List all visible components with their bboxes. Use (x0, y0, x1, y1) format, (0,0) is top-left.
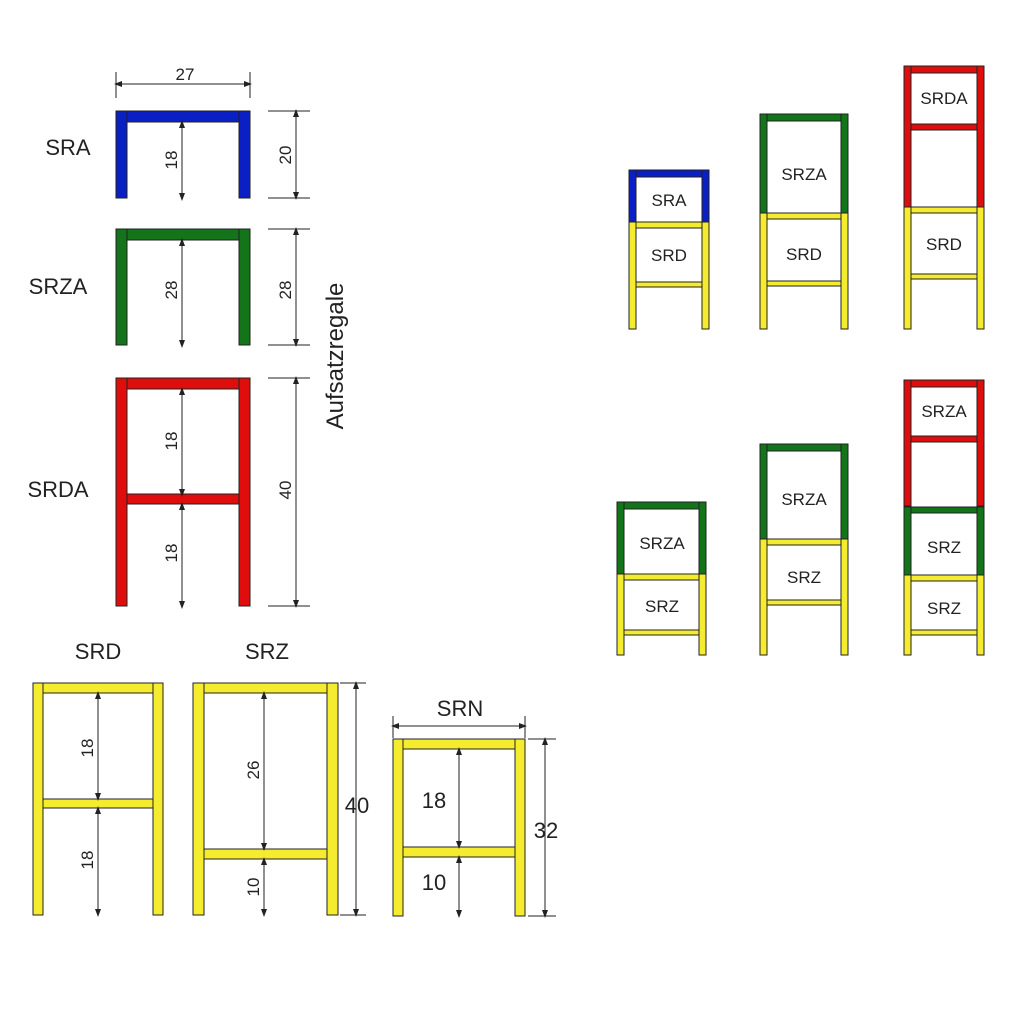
srd-lower-dim: 18 (78, 851, 97, 870)
srza-label: SRZA (29, 274, 88, 299)
width-dimension: 27 (114, 65, 252, 98)
module-srz: SRZ 26 10 40 (192, 639, 369, 917)
combo1-top-label: SRA (652, 191, 688, 210)
combo-srza-srd: SRZA SRD (759, 113, 849, 330)
sra-label: SRA (45, 135, 91, 160)
module-srn: SRN 18 10 32 (391, 696, 558, 918)
combo-srda-srd: SRDA SRD (903, 65, 985, 330)
srd-upper-dim: 18 (78, 739, 97, 758)
combo-sra-srd: SRA SRD (628, 169, 710, 330)
srza-inner-dim: 28 (162, 281, 181, 300)
combo4-top-label: SRZA (639, 534, 685, 553)
combo5-top-label: SRZA (781, 490, 827, 509)
srz-outer-dim: 40 (345, 793, 369, 818)
srz-lower-dim: 10 (244, 878, 263, 897)
sra-inner-dim: 18 (162, 151, 181, 170)
aufsatzregale-label: Aufsatzregale (322, 283, 349, 430)
combo6-mid-label: SRZ (927, 538, 961, 557)
combo3-bottom-label: SRD (926, 235, 962, 254)
combo1-bottom-label: SRD (651, 246, 687, 265)
combo4-bottom-label: SRZ (645, 597, 679, 616)
module-srd: SRD 18 18 (32, 639, 164, 917)
srz-upper-dim: 26 (244, 761, 263, 780)
combo3-top-label: SRDA (920, 89, 968, 108)
srn-label: SRN (437, 696, 483, 721)
module-srza: SRZA 28 28 (29, 227, 310, 348)
module-srda: SRDA 18 18 40 (27, 376, 310, 609)
module-sra: SRA 18 20 (45, 109, 310, 201)
combo5-bottom-label: SRZ (787, 568, 821, 587)
srn-outer-dim: 32 (534, 818, 558, 843)
srn-upper-dim: 18 (422, 788, 446, 813)
srz-label: SRZ (245, 639, 289, 664)
srda-inner-top-dim: 18 (162, 432, 181, 451)
combo-stacked: SRZA SRZ SRZ (903, 379, 985, 656)
combo-srza-srz-b: SRZA SRZ (759, 443, 849, 656)
sra-outer-dim: 20 (276, 146, 295, 165)
srda-label: SRDA (27, 477, 88, 502)
width-label: 27 (176, 65, 195, 84)
srda-inner-bottom-dim: 18 (162, 544, 181, 563)
srd-label: SRD (75, 639, 121, 664)
combo6-bottom-label: SRZ (927, 599, 961, 618)
combo6-crown-label: SRZA (921, 402, 967, 421)
srda-outer-dim: 40 (276, 481, 295, 500)
combo2-top-label: SRZA (781, 165, 827, 184)
combo-srza-srz-a: SRZA SRZ (616, 501, 707, 656)
srza-outer-dim: 28 (276, 281, 295, 300)
combo2-bottom-label: SRD (786, 245, 822, 264)
srn-lower-dim: 10 (422, 870, 446, 895)
